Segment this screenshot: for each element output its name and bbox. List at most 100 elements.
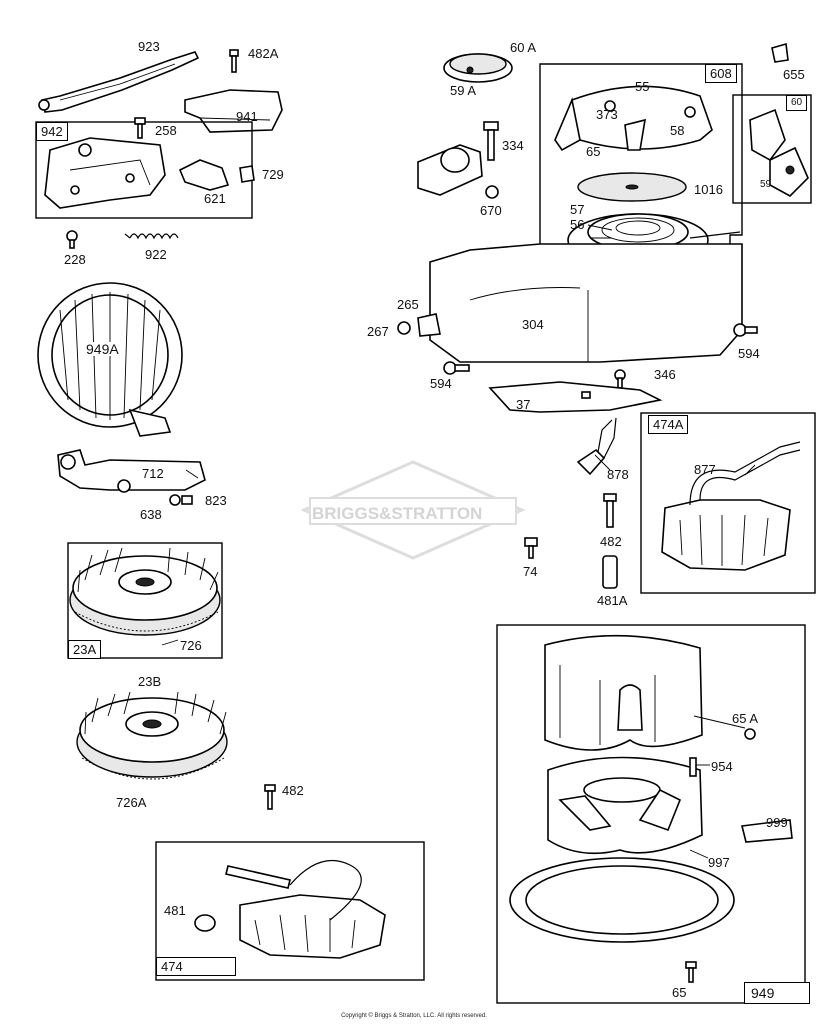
label-65-top: 65 (586, 144, 601, 159)
screw-267 (397, 321, 411, 335)
frame-949 (496, 624, 806, 1004)
alternator-877 (661, 441, 801, 571)
governor-bracket (44, 137, 166, 209)
bracket-670 (417, 144, 499, 199)
label-55: 55 (635, 79, 650, 94)
label-74: 74 (523, 564, 538, 579)
label-954: 954 (711, 759, 733, 774)
label-267: 267 (367, 324, 389, 339)
alternator-474 (225, 859, 386, 959)
label-57: 57 (570, 202, 585, 217)
label-949A: 949A (86, 341, 119, 357)
pulley-60A (443, 53, 513, 83)
label-594-right: 594 (738, 346, 760, 361)
label-942: 942 (36, 122, 68, 141)
washer-1016 (577, 172, 687, 202)
base-plate-997 (547, 756, 703, 855)
pawl-60 (749, 108, 786, 162)
screw-74 (524, 537, 538, 559)
cylinder-shroud (544, 634, 756, 751)
bolt-482A (229, 49, 239, 73)
leader-997 (689, 849, 709, 859)
label-373: 373 (596, 107, 618, 122)
bolt-482 (264, 784, 276, 810)
label-265: 265 (397, 297, 419, 312)
wire-878 (576, 417, 617, 476)
label-594-left: 594 (430, 376, 452, 391)
label-59: 59 (760, 179, 772, 190)
nut-481 (194, 914, 216, 932)
label-334: 334 (502, 138, 524, 153)
label-37: 37 (516, 397, 531, 412)
label-59A: 59 A (450, 83, 477, 98)
bracket-712 (57, 449, 206, 493)
copyright-notice: Copyright © Briggs & Stratton, LLC. All … (341, 1013, 487, 1019)
label-65-bottom: 65 (672, 985, 687, 1000)
label-23B: 23B (138, 674, 162, 689)
label-621: 621 (204, 191, 226, 206)
baffle-37 (488, 381, 663, 413)
bracket-999 (741, 819, 793, 843)
label-923: 923 (138, 39, 160, 54)
bolt-954 (689, 757, 697, 777)
screw-228 (66, 230, 78, 249)
label-481: 481 (164, 903, 186, 918)
label-655: 655 (783, 67, 805, 82)
label-258: 258 (155, 123, 177, 138)
bolt-334 (483, 121, 499, 161)
label-878: 878 (607, 467, 629, 482)
cover-941 (184, 89, 283, 133)
frame-23A (67, 542, 223, 659)
flywheel-23B (76, 691, 228, 780)
label-922: 922 (145, 247, 167, 262)
leader-878 (594, 454, 611, 471)
leader-65A (693, 715, 746, 729)
bolt-482-right (603, 493, 617, 528)
label-877: 877 (694, 462, 716, 477)
label-726A: 726A (116, 795, 147, 810)
screw-594-left (443, 361, 470, 375)
blower-housing-304 (429, 243, 743, 363)
label-726: 726 (180, 638, 202, 653)
label-58: 58 (670, 123, 685, 138)
label-729: 729 (262, 167, 284, 182)
label-712: 712 (142, 466, 164, 481)
leader-877 (744, 464, 756, 476)
label-999: 999 (766, 815, 788, 830)
label-304: 304 (522, 317, 544, 332)
clip-621 (178, 159, 230, 191)
frame-474A (640, 412, 816, 594)
screw-346 (614, 369, 626, 389)
watermark-text: BRIGGS&STRATTON (312, 504, 483, 523)
leader-712 (185, 469, 199, 479)
leader-726 (161, 639, 179, 646)
label-949: 949 (744, 982, 810, 1004)
label-60A: 60 A (510, 40, 537, 55)
label-823: 823 (205, 493, 227, 508)
rotating-screen-949A (37, 282, 183, 437)
label-608: 608 (705, 64, 737, 83)
label-474A: 474A (648, 415, 689, 434)
label-638: 638 (140, 507, 162, 522)
starter-cup-55 (554, 85, 713, 152)
pawl-59 (769, 146, 809, 197)
label-482A: 482A (248, 46, 279, 61)
screw-594-right (733, 323, 758, 337)
label-65A: 65 A (732, 711, 759, 726)
label-23A: 23A (68, 640, 102, 659)
frame-60 (732, 94, 812, 204)
label-56: 56 (570, 217, 585, 232)
flywheel-23A (69, 547, 221, 636)
leader-56-57 (587, 224, 613, 239)
label-997: 997 (708, 855, 730, 870)
label-670: 670 (480, 203, 502, 218)
brand-watermark (300, 460, 526, 560)
label-482-left: 482 (282, 783, 304, 798)
frame-474 (155, 841, 425, 981)
clip-729 (239, 165, 255, 183)
label-228: 228 (64, 252, 86, 267)
label-482-right: 482 (600, 534, 622, 549)
label-346: 346 (654, 367, 676, 382)
label-481A: 481A (597, 593, 628, 608)
